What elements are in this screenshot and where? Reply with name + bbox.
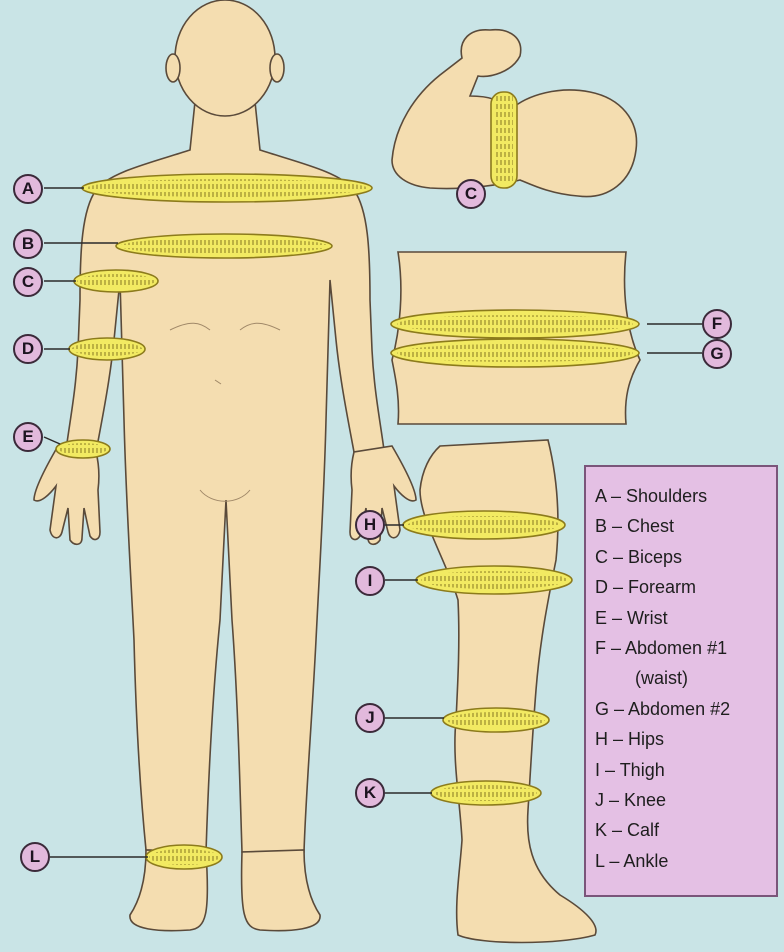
- legend-item-knee: J – Knee: [595, 785, 770, 815]
- legend-item-hips: H – Hips: [595, 724, 770, 754]
- legend-item-forearm: D – Forearm: [595, 572, 770, 602]
- label-a: A: [13, 174, 43, 204]
- label-b: B: [13, 229, 43, 259]
- legend-item-biceps: C – Biceps: [595, 542, 770, 572]
- legend-item-shoulders: A – Shoulders: [595, 481, 770, 511]
- legend-item-ankle: L – Ankle: [595, 846, 770, 876]
- label-c: C: [13, 267, 43, 297]
- label-i: I: [355, 566, 385, 596]
- tape-c: [74, 270, 158, 292]
- tape-biceps: [491, 92, 517, 188]
- tape-l: [146, 845, 222, 869]
- tape-g: [391, 339, 639, 367]
- label-e: E: [13, 422, 43, 452]
- label-d: D: [13, 334, 43, 364]
- label-k: K: [355, 778, 385, 808]
- legend-item-waist-note: (waist): [595, 663, 770, 693]
- label-h: H: [355, 510, 385, 540]
- tape-d: [69, 338, 145, 360]
- label-l: L: [20, 842, 50, 872]
- tape-e: [56, 440, 110, 458]
- tape-j: [443, 708, 549, 732]
- legend-item-chest: B – Chest: [595, 511, 770, 541]
- label-j: J: [355, 703, 385, 733]
- tape-k: [431, 781, 541, 805]
- label-f: F: [702, 309, 732, 339]
- tape-b: [116, 234, 332, 258]
- legend-item-abdomen-1: F – Abdomen #1: [595, 633, 770, 663]
- label-g: G: [702, 339, 732, 369]
- tape-a: [82, 174, 372, 202]
- legend-item-calf: K – Calf: [595, 815, 770, 845]
- legend-item-wrist: E – Wrist: [595, 603, 770, 633]
- legend-box: A – Shoulders B – Chest C – Biceps D – F…: [584, 465, 778, 897]
- legend-item-abdomen-2: G – Abdomen #2: [595, 694, 770, 724]
- tape-i: [416, 566, 572, 594]
- tape-h: [403, 511, 565, 539]
- label-c-biceps: C: [456, 179, 486, 209]
- tape-f: [391, 310, 639, 338]
- legend-item-thigh: I – Thigh: [595, 755, 770, 785]
